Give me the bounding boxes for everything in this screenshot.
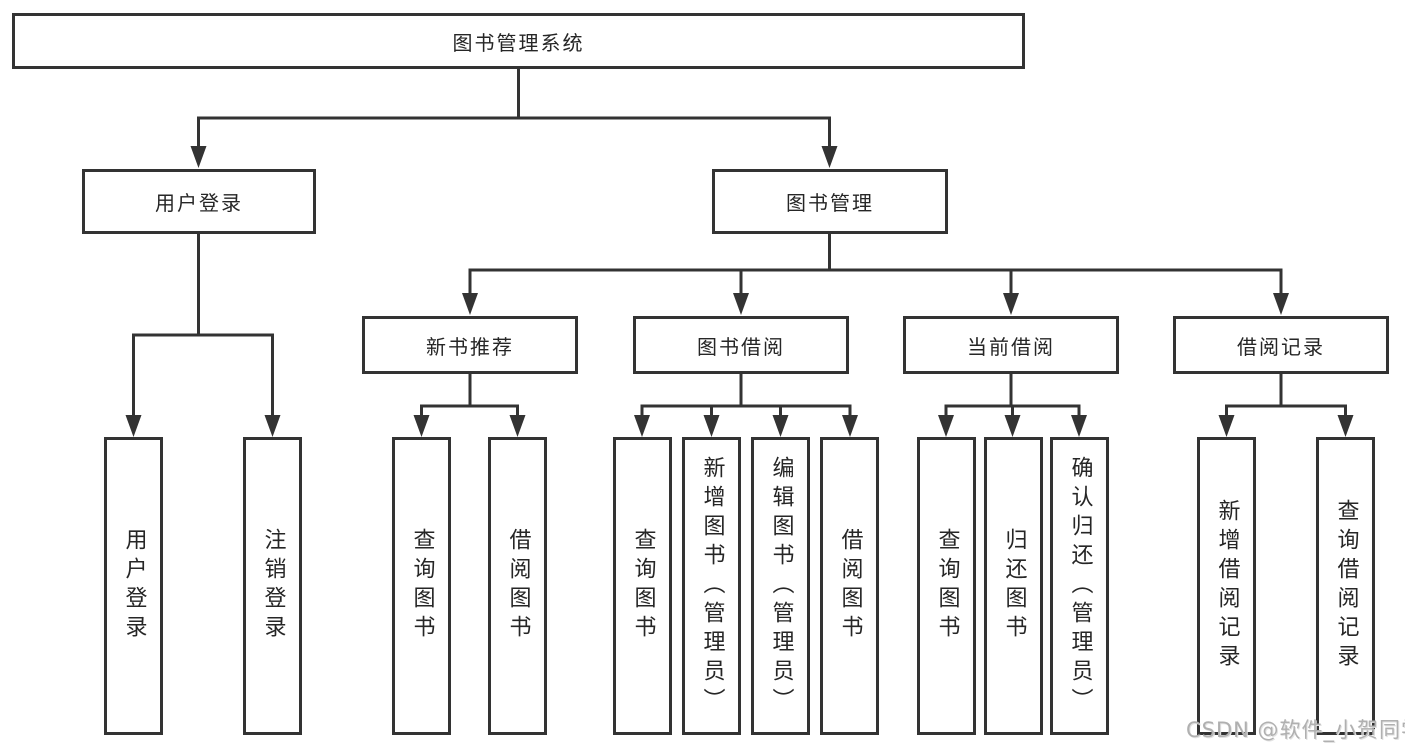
leaf-query-books-3: 查询图书 [917,437,976,735]
node-new-book-recommend: 新书推荐 [362,316,578,374]
arrow-icon [125,415,142,437]
arrow-icon [733,293,749,315]
arrowheads [125,146,1354,437]
arrow-icon [190,146,207,168]
arrow-icon [842,415,858,437]
arrow-icon [1218,415,1235,437]
leaf-confirm-return-admin: 确认归还（管理员） [1050,437,1109,735]
arrow-icon [462,293,478,315]
node-book-management: 图书管理 [712,169,948,234]
arrow-icon [938,415,954,437]
arrow-icon [264,415,281,437]
connector-book-borrow-branch [640,372,852,422]
leaf-query-borrow-record: 查询借阅记录 [1316,437,1375,735]
node-borrow-records: 借阅记录 [1173,316,1389,374]
leaf-user-login: 用户登录 [104,437,163,735]
arrow-icon [509,415,526,437]
node-book-borrow: 图书借阅 [633,316,849,374]
connector-borrow-records-branch [1225,372,1347,422]
leaf-borrow-books-1: 借阅图书 [488,437,547,735]
arrow-icon [1337,415,1354,437]
leaf-add-books-admin: 新增图书（管理员） [682,437,741,735]
arrow-icon [821,146,838,168]
csdn-watermark: CSDN @软件_小贺同学 [1186,718,1405,742]
leaf-query-books-2: 查询图书 [613,437,672,735]
leaf-borrow-books-2: 借阅图书 [820,437,879,735]
leaf-query-books-1: 查询图书 [392,437,451,735]
connector-root-to-level2 [197,68,831,152]
node-current-borrow: 当前借阅 [903,316,1119,374]
arrow-icon [634,415,650,437]
connector-new-book-branch [420,372,519,422]
node-user-login: 用户登录 [82,169,316,234]
connector-user-login-branch [132,232,274,422]
leaf-logout-login: 注销登录 [243,437,302,735]
arrow-icon [703,415,720,437]
node-root-system: 图书管理系统 [12,13,1025,69]
connector-book-mgmt-branch [468,232,1283,300]
arrow-icon [1004,415,1021,437]
arrow-icon [772,415,789,437]
connector-current-borrow-branch [944,372,1081,422]
leaf-edit-books-admin: 编辑图书（管理员） [751,437,810,735]
leaf-add-borrow-record: 新增借阅记录 [1197,437,1256,735]
arrow-icon [1071,415,1087,437]
arrow-icon [1003,293,1019,315]
leaf-return-books: 归还图书 [984,437,1043,735]
arrow-icon [413,415,430,437]
arrow-icon [1273,293,1289,315]
